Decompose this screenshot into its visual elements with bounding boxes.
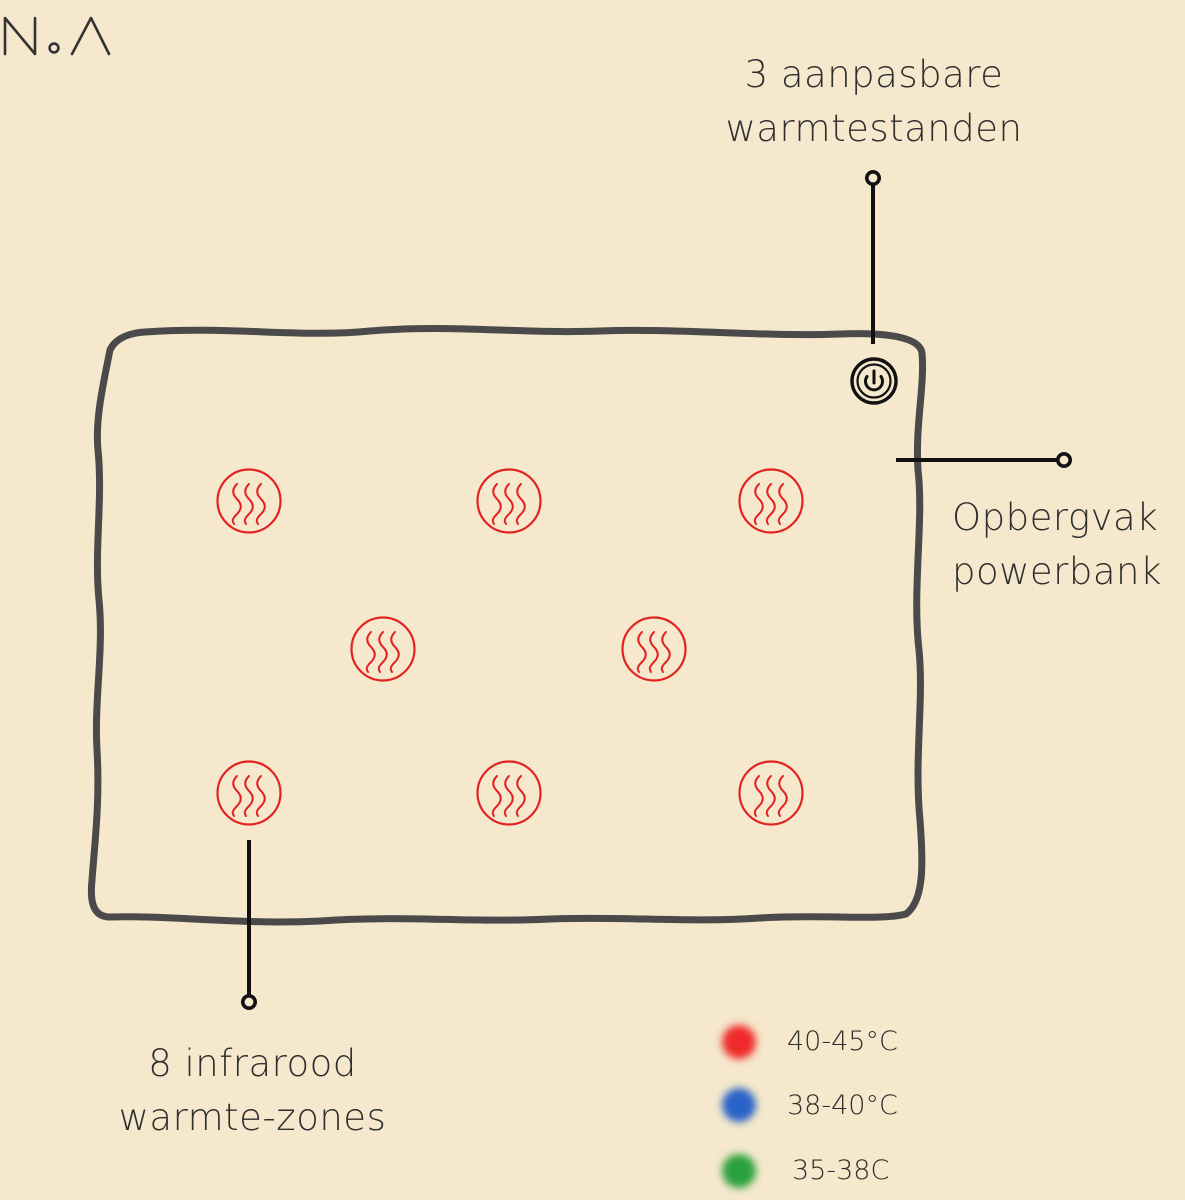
zones-label-line-1: 8 infrarood (148, 1042, 357, 1085)
settings-label-line-2: warmtestanden (725, 106, 1023, 150)
legend-dot-blue (722, 1088, 756, 1122)
power-icon (850, 357, 898, 405)
heat-zones (216, 468, 804, 826)
blanket-outline (87, 324, 927, 926)
heat-zone-icon (738, 468, 804, 534)
legend-dots (722, 1025, 756, 1188)
settings-callout (864, 170, 881, 344)
heat-zone-icon (216, 468, 282, 534)
heat-zone-icon (621, 616, 687, 682)
legend-label-0: 40-45°C (787, 1026, 898, 1057)
legend-dot-red (722, 1025, 756, 1059)
heat-zone-icon (476, 468, 542, 534)
heat-zone-icon (216, 760, 282, 826)
legend-dot-green (722, 1154, 756, 1188)
storage-label-line-1: Opbergvak (952, 496, 1159, 539)
storage-label: Opbergvak powerbank (952, 491, 1172, 598)
legend-label-1: 38-40°C (787, 1090, 898, 1121)
zones-label: 8 infrarood warmte-zones (100, 1037, 405, 1144)
logo-mark (3, 16, 111, 56)
zones-callout (241, 840, 258, 1010)
storage-callout (896, 451, 1073, 468)
heat-zone-icon (350, 616, 416, 682)
heat-zone-icon (738, 760, 804, 826)
legend-label-2: 35-38C (792, 1155, 890, 1186)
settings-label: 3 aanpasbare warmtestanden (704, 48, 1044, 155)
heat-zone-icon (476, 760, 542, 826)
zones-label-line-2: warmte-zones (118, 1095, 387, 1139)
storage-label-line-2: powerbank (952, 549, 1162, 593)
settings-label-line-1: 3 aanpasbare (744, 53, 1004, 96)
